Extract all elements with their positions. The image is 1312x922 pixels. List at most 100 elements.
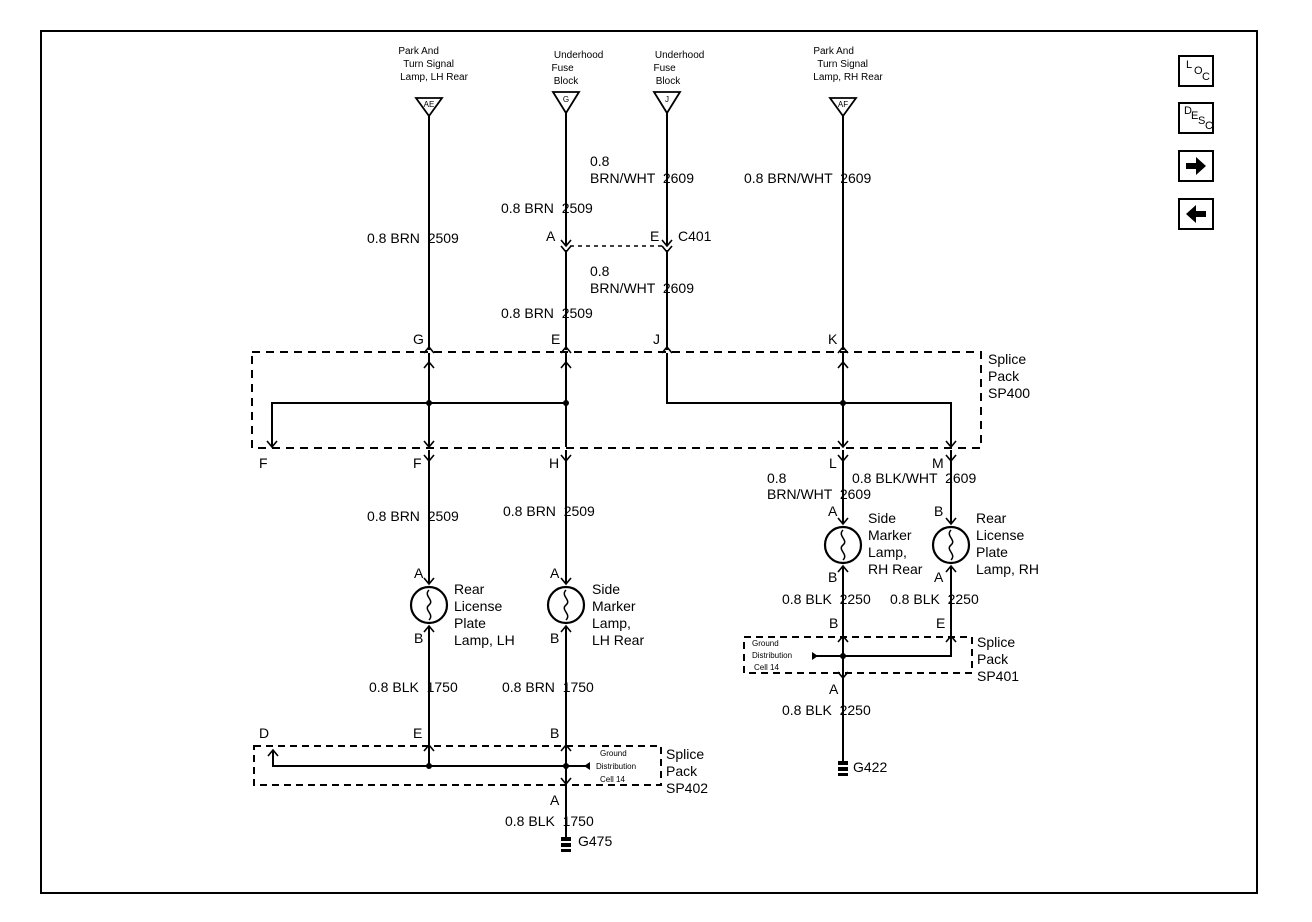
sp402-junction-dots xyxy=(426,763,569,769)
sp401-pin-b: B xyxy=(829,615,838,631)
lamp-side-lh-pin-a: A xyxy=(550,565,560,581)
wire-label-lic-lh-gnd: 0.8 BLK 1750 xyxy=(369,679,458,695)
location-button[interactable]: L O C xyxy=(1178,55,1214,87)
wire-label-j-top-2: BRN/WHT 2609 xyxy=(590,170,694,186)
source-label-park-rh: Park And Turn Signal Lamp, RH Rear xyxy=(813,46,883,83)
wire-label-m-bot: 0.8 BLK/WHT 2609 xyxy=(852,470,976,486)
splice-pack-sp401 xyxy=(743,636,973,674)
arrow-left-icon xyxy=(1186,205,1206,223)
triangle-ae-label: AE xyxy=(424,100,435,109)
bulb-filament-icon xyxy=(426,589,432,621)
wire-label-g-mid: 0.8 BRN 2509 xyxy=(501,305,593,321)
description-button-letter-c: C xyxy=(1205,120,1213,132)
top-wires xyxy=(428,113,844,350)
triangle-g xyxy=(551,91,581,115)
sp401-junction-dot xyxy=(840,653,846,659)
previous-button[interactable] xyxy=(1178,198,1214,230)
source-park-lh: Park And Turn Signal Lamp, LH Rear AE xyxy=(398,46,469,118)
lamp-side-rh-pin-a: A xyxy=(828,503,838,519)
lamp-side-rh-label: Side Marker Lamp, RH Rear xyxy=(868,510,923,577)
description-button-letter-e: E xyxy=(1191,110,1199,122)
description-button[interactable]: D E S C xyxy=(1178,102,1214,134)
sp402-ground-distribution-label: Ground Distribution Cell 14 xyxy=(596,749,638,784)
sp402-ground-pointer xyxy=(584,762,590,770)
wire-label-j-mid-2: BRN/WHT 2609 xyxy=(590,280,694,296)
splice-pack-sp402 xyxy=(253,745,662,786)
splice-pack-sp400 xyxy=(251,351,982,449)
lamp-side-lh-pin-b: B xyxy=(550,630,559,646)
lamp-side-marker-lh: A B Side Marker Lamp, LH Rear xyxy=(546,565,644,648)
diagram-frame xyxy=(40,30,1258,894)
lamp-license-lh: A B Rear License Plate Lamp, LH xyxy=(409,565,515,648)
wire-label-lh-top: 0.8 BRN 2509 xyxy=(367,230,459,246)
c401-label: C401 xyxy=(678,228,712,244)
source-label-fuse-j: Underhood Fuse Block xyxy=(653,50,707,87)
description-button-letter-d: D xyxy=(1184,105,1192,117)
lamp-license-rh: B A Rear License Plate Lamp, RH xyxy=(931,503,1039,585)
source-fuse-j: Underhood Fuse Block J xyxy=(652,50,707,115)
sp400-pin-l: L xyxy=(829,455,837,471)
sp401-label: Splice Pack SP401 xyxy=(977,634,1019,684)
location-button-letter-o: O xyxy=(1194,65,1203,77)
wire-label-rh-top: 0.8 BRN/WHT 2609 xyxy=(744,170,872,186)
c401-pin-e: E xyxy=(650,228,659,244)
arrow-right-icon xyxy=(1186,157,1206,175)
sp402-pin-d: D xyxy=(259,725,269,741)
sp402-arrows xyxy=(267,743,572,786)
c401-pin-a: A xyxy=(546,228,556,244)
wire-label-sp402-out: 0.8 BLK 1750 xyxy=(505,813,594,829)
wire-label-lic-rh-gnd: 0.8 BLK 2250 xyxy=(890,591,979,607)
lower-wires xyxy=(428,450,952,838)
c401-arrows xyxy=(560,239,673,254)
lamp-license-rh-pin-a: A xyxy=(934,569,944,585)
sp400-pin-k: K xyxy=(828,331,838,347)
wire-label-g-top: 0.8 BRN 2509 xyxy=(501,200,593,216)
source-fuse-g: Underhood Fuse Block G xyxy=(551,50,606,115)
bulb-filament-icon xyxy=(563,589,569,621)
sp400-pin-f-left: F xyxy=(259,455,268,471)
source-label-park-lh: Park And Turn Signal Lamp, LH Rear xyxy=(398,46,468,83)
sp401-ground-pointer xyxy=(812,652,818,660)
wire-label-l-bot-2: BRN/WHT 2609 xyxy=(767,486,871,502)
sp400-entry-arrows xyxy=(423,345,849,354)
lamp-license-lh-pin-b: B xyxy=(414,630,423,646)
location-button-letter-c: C xyxy=(1202,71,1210,83)
sp400-junction-dots xyxy=(426,400,846,406)
sp401-pin-e: E xyxy=(936,615,945,631)
triangle-j xyxy=(652,91,682,115)
lamp-license-rh-label: Rear License Plate Lamp, RH xyxy=(976,510,1039,577)
wire-label-l-bot-1: 0.8 xyxy=(767,470,787,486)
next-button[interactable] xyxy=(1178,150,1214,182)
source-label-fuse-g: Underhood Fuse Block xyxy=(551,50,606,87)
sp402-pin-b: B xyxy=(550,725,559,741)
ground-g422-label: G422 xyxy=(853,759,887,775)
lamp-license-rh-pin-b: B xyxy=(934,503,943,519)
ground-g422: G422 xyxy=(838,759,887,776)
wire-label-g-bot: 0.8 BRN 2509 xyxy=(503,503,595,519)
sp401-pin-a: A xyxy=(829,681,839,697)
sp401-ground-distribution-label: Ground Distribution Cell 14 xyxy=(752,639,794,672)
lamp-side-lh-label: Side Marker Lamp, LH Rear xyxy=(592,581,644,648)
wire-label-j-top-1: 0.8 xyxy=(590,153,610,169)
sp400-pin-e: E xyxy=(551,331,560,347)
triangle-ae xyxy=(414,97,444,118)
description-button-letter-s: S xyxy=(1198,115,1206,127)
lamp-side-marker-rh: A B Side Marker Lamp, RH Rear xyxy=(823,503,923,585)
sp402-label: Splice Pack SP402 xyxy=(666,746,708,796)
wire-label-lh-bot: 0.8 BRN 2509 xyxy=(367,508,459,524)
sp400-pin-m: M xyxy=(932,455,944,471)
ground-g475: G475 xyxy=(561,833,612,852)
ground-g475-label: G475 xyxy=(578,833,612,849)
triangle-g-label: G xyxy=(563,95,569,104)
triangle-af-label: AF xyxy=(838,100,848,109)
triangle-af xyxy=(828,97,858,118)
wire-label-side-lh-gnd: 0.8 BRN 1750 xyxy=(502,679,594,695)
wire-label-j-mid-1: 0.8 xyxy=(590,263,610,279)
bulb-filament-icon xyxy=(948,529,954,561)
triangle-j-label: J xyxy=(665,95,669,104)
source-park-rh: Park And Turn Signal Lamp, RH Rear AF xyxy=(813,46,883,118)
sp401-internal-wiring xyxy=(816,636,952,672)
sp400-pin-g: G xyxy=(413,331,424,347)
wire-label-sp401-out: 0.8 BLK 2250 xyxy=(782,702,871,718)
